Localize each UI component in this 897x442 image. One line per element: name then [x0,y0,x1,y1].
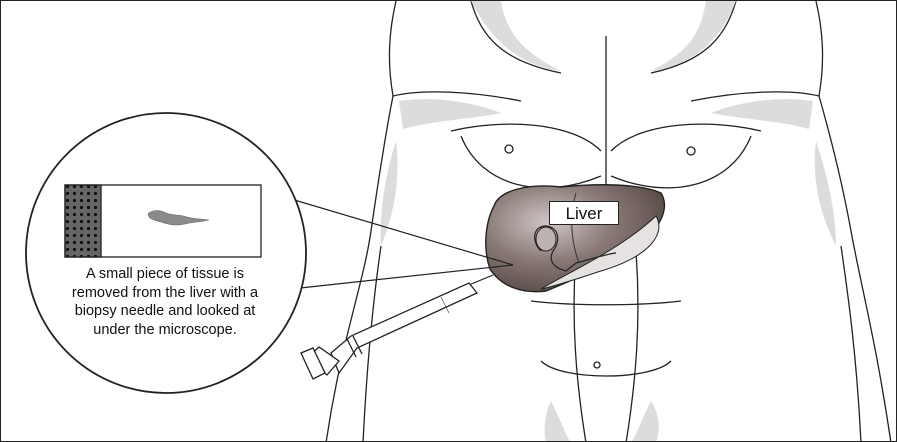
callout-lines [291,199,513,289]
liver-label: Liver [549,201,619,225]
slide-label-area [65,185,101,257]
biopsy-caption: A small piece of tissue is removed from … [59,265,271,339]
microscope-slide [65,185,261,257]
biopsy-needle [301,275,493,379]
